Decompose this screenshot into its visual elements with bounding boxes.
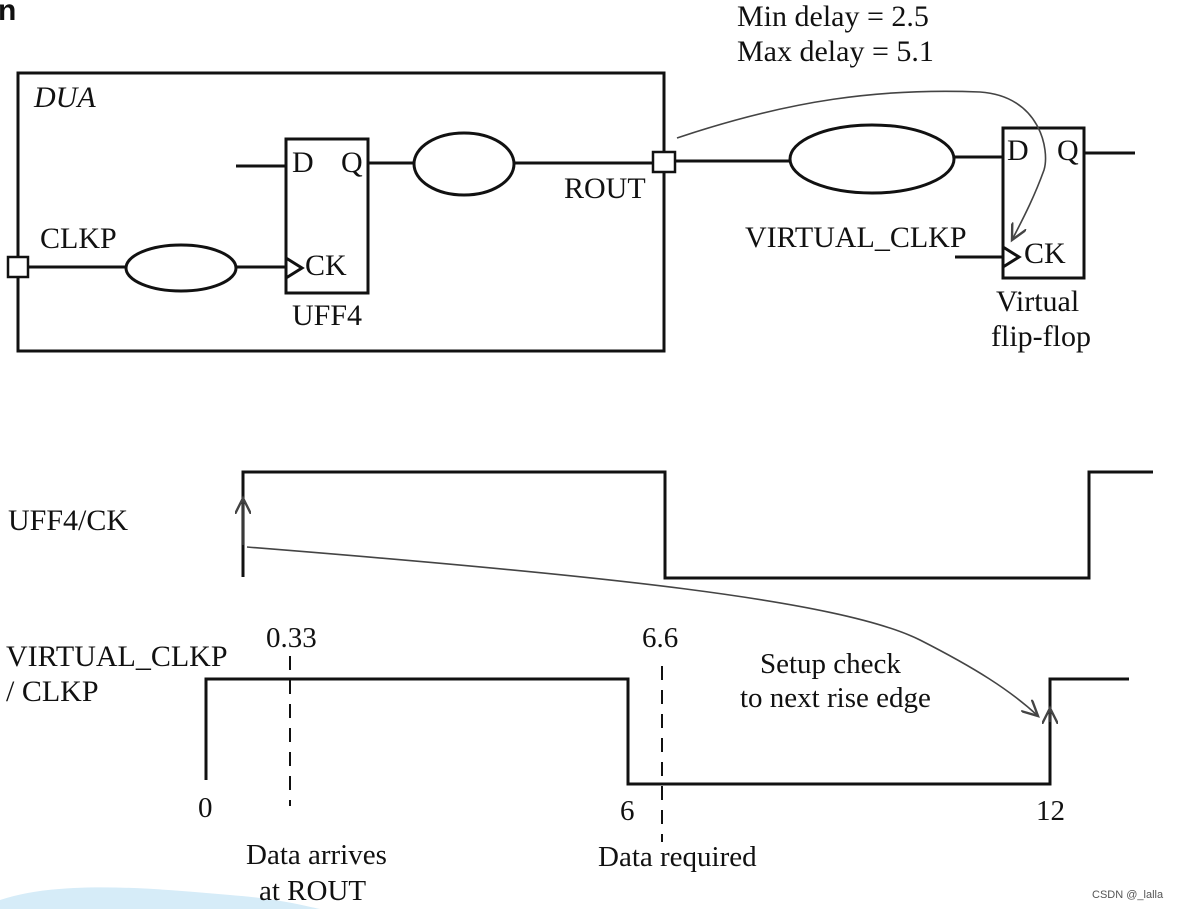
required-value: 6.6 — [642, 622, 678, 654]
min-delay-label: Min delay = 2.5 — [737, 0, 929, 33]
required-caption: Data required — [598, 841, 757, 873]
virtual-clkp-waveform — [204, 677, 1129, 786]
vff-d-pin: D — [1007, 134, 1029, 167]
setup-label-line2: to next rise edge — [740, 682, 931, 714]
clkp-port — [6, 255, 30, 279]
rout-port — [651, 150, 677, 174]
vff-caption-line1: Virtual — [996, 285, 1079, 318]
setup-label-line1: Setup check — [760, 648, 901, 680]
watermark: CSDN @_lalla — [1092, 889, 1164, 901]
external-delay-cloud — [788, 123, 956, 195]
clock-buffer — [124, 243, 238, 293]
uff4-d-pin: D — [292, 146, 314, 179]
uff4-clock-triangle — [285, 256, 305, 280]
uff4-q-pin: Q — [341, 146, 363, 179]
delay-arrow — [676, 90, 1047, 240]
arrive-caption-line2: at ROUT — [259, 875, 366, 907]
waveform2-label-line2: / CLKP — [6, 675, 99, 708]
virtual-clkp-label: VIRTUAL_CLKP — [745, 221, 967, 254]
vff-caption-line2: flip-flop — [991, 320, 1091, 353]
decorative-blob — [0, 887, 320, 909]
arrive-value: 0.33 — [266, 622, 317, 654]
uff4-label: UFF4 — [292, 299, 362, 332]
vff-clock-triangle — [1002, 245, 1022, 269]
dua-label: DUA — [33, 81, 96, 114]
cropped-heading-glyph: n — [0, 0, 16, 27]
vff-q-pin: Q — [1057, 134, 1079, 167]
arrive-caption-line1: Data arrives — [246, 839, 387, 871]
logic-cloud — [412, 131, 516, 197]
clkp-label: CLKP — [40, 222, 117, 255]
uff4-ck-pin: CK — [305, 249, 347, 282]
waveform1-label: UFF4/CK — [8, 504, 128, 537]
tick-12: 12 — [1036, 795, 1065, 827]
tick-6: 6 — [620, 795, 635, 827]
vff-ck-pin: CK — [1024, 237, 1066, 270]
rout-label: ROUT — [564, 172, 646, 205]
tick-0: 0 — [198, 792, 213, 824]
uff4-ck-waveform — [241, 470, 1153, 580]
dua-block — [16, 71, 666, 353]
waveform2-label-line1: VIRTUAL_CLKP — [6, 640, 228, 673]
setup-check-arrow — [246, 546, 1038, 716]
virtual-flipflop — [1001, 126, 1086, 280]
max-delay-label: Max delay = 5.1 — [737, 35, 934, 68]
uff4-flipflop — [284, 137, 370, 295]
